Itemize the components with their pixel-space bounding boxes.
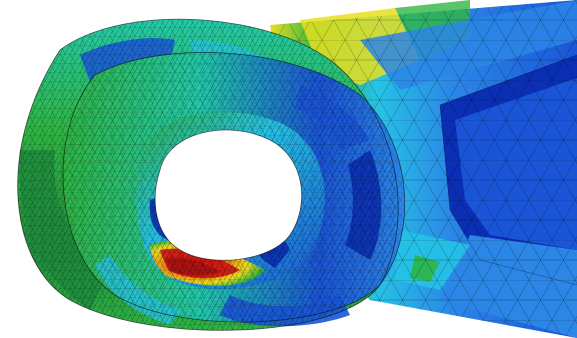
lug-eye	[17, 18, 406, 331]
bore-opening	[155, 130, 302, 261]
